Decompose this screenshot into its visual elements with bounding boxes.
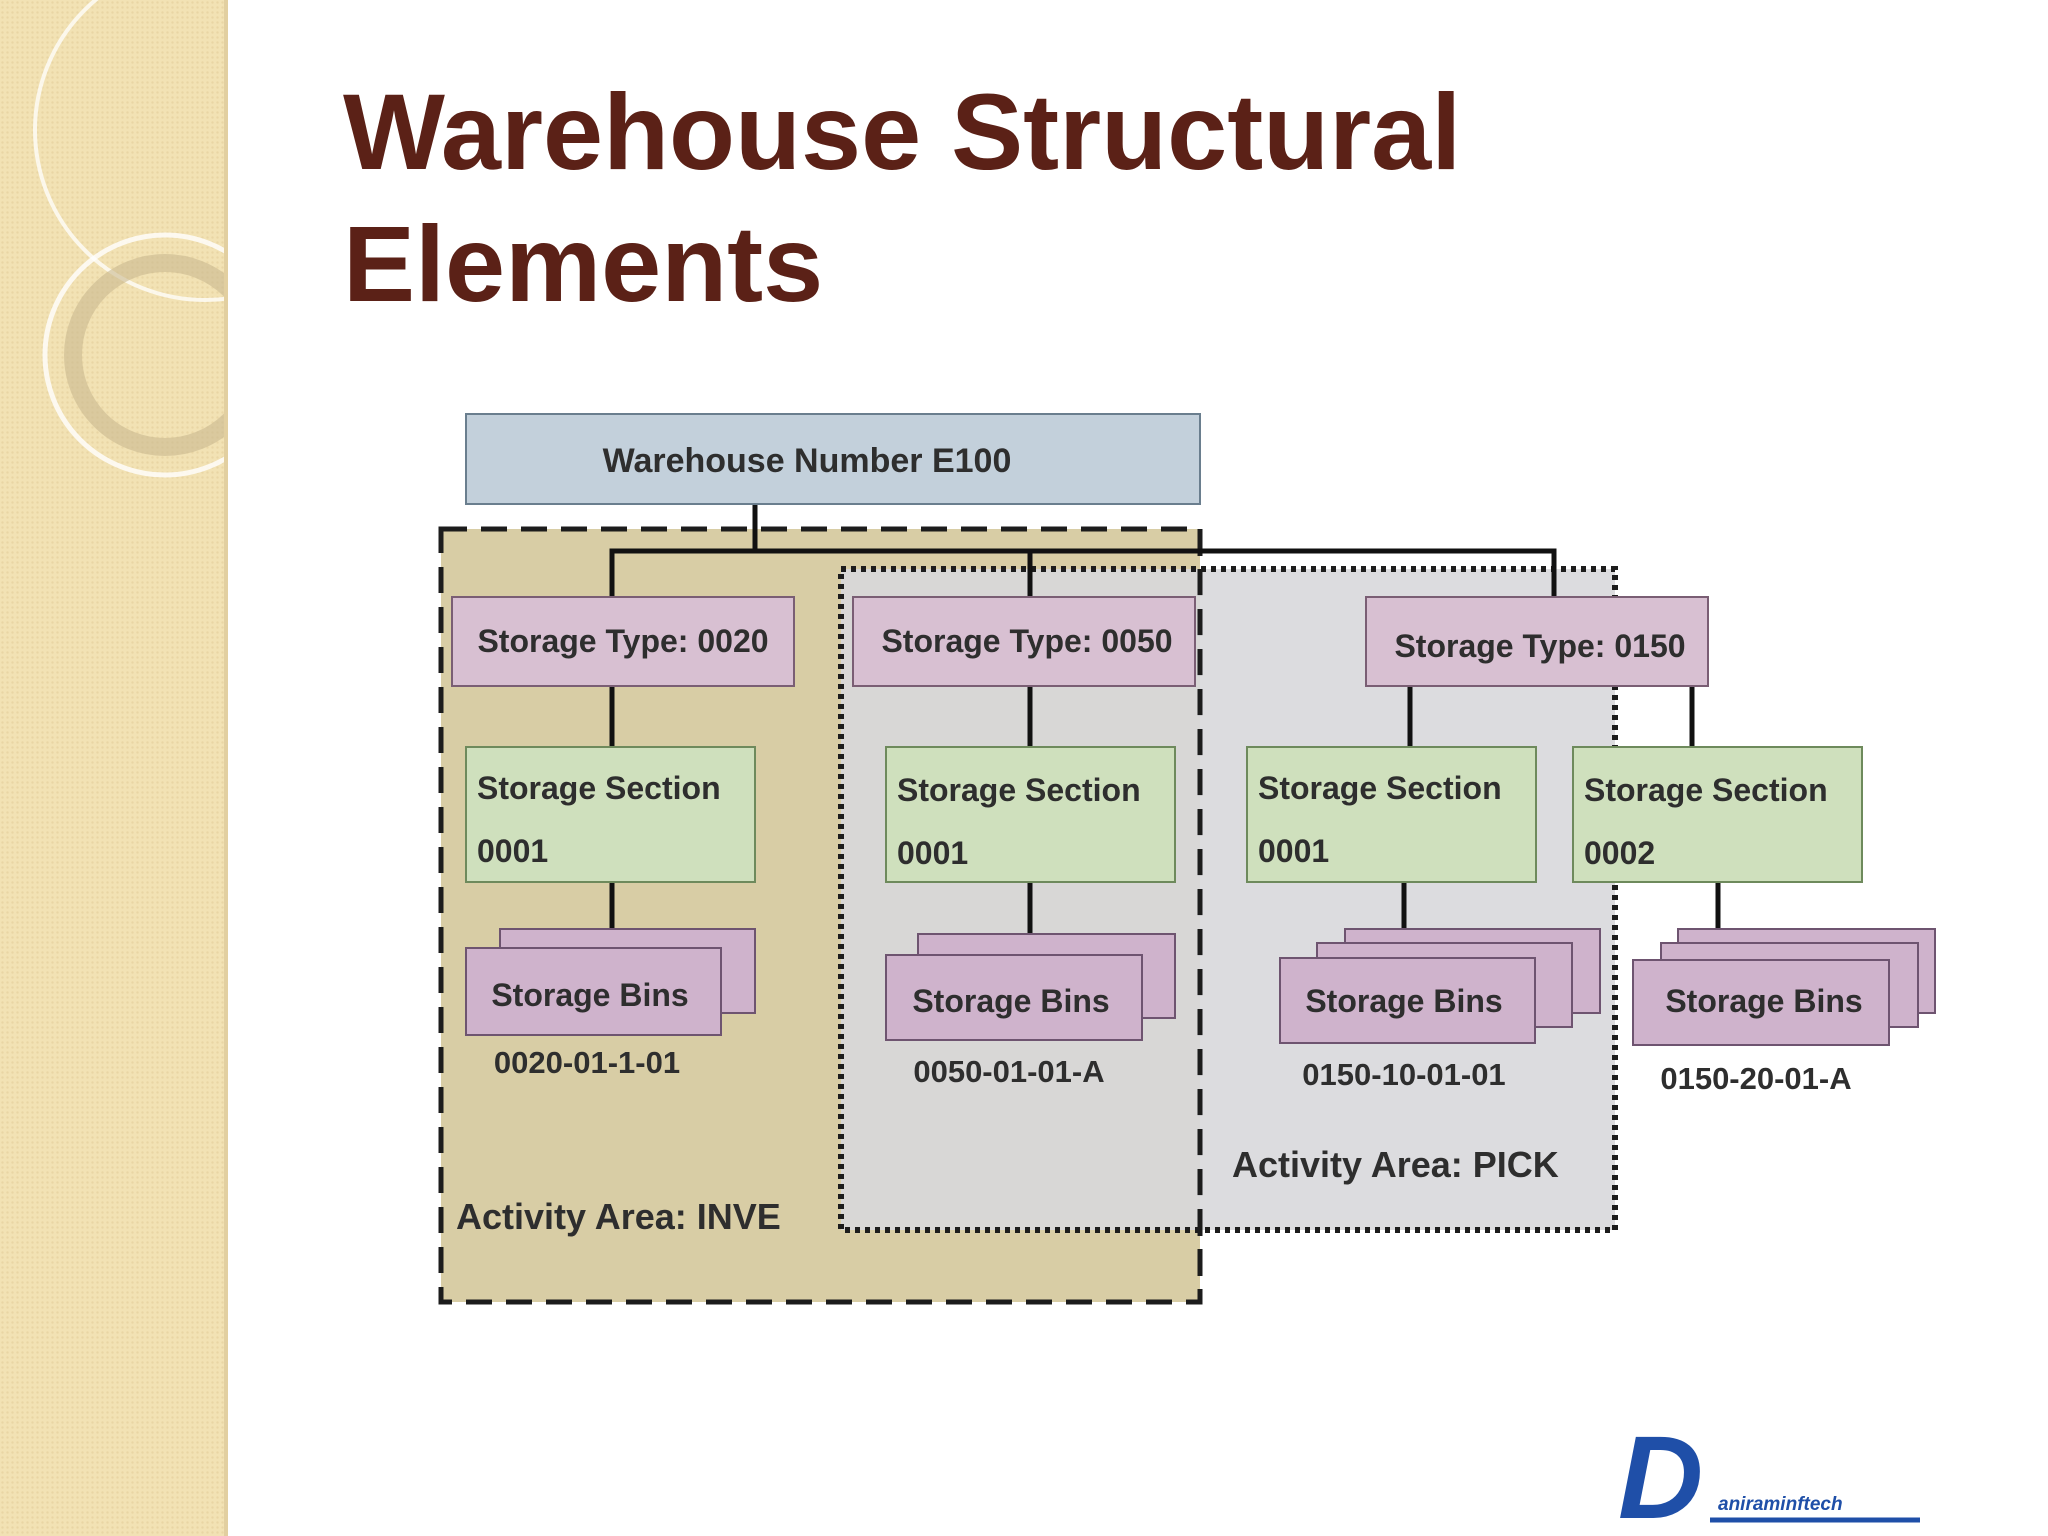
storage-bins-0050-label: Storage Bins [912,983,1109,1019]
warehouse-number-node: Warehouse Number E100 [465,413,1201,505]
sidebar-edge [224,0,228,1536]
company-logo-letter: D [1618,1426,1703,1526]
slide-title: Warehouse Structural Elements [343,66,1743,330]
storage-type-0150-label: Storage Type: 0150 [1394,628,1685,664]
decorative-sidebar [0,0,228,1536]
storage-type-0150-node: Storage Type: 0150 [1365,596,1709,687]
storage-type-0020-node: Storage Type: 0020 [451,596,795,687]
title-line-1: Warehouse Structural [343,71,1462,192]
storage-section-0150a-number: 0001 [1258,833,1329,869]
company-logo-text: aniraminftech [1718,1494,1843,1515]
storage-bins-0020-label: Storage Bins [491,977,688,1013]
storage-bins-0150a-node: Storage Bins 0150-10-01-01 [1279,928,1601,1092]
company-logo: D aniraminftech [1618,1426,1920,1526]
storage-type-0050-label: Storage Type: 0050 [881,623,1172,659]
storage-bins-0150b-label: Storage Bins [1665,983,1862,1019]
storage-section-0150a-label: Storage Section [1258,770,1502,806]
storage-section-0020-node: Storage Section 0001 [465,746,756,883]
storage-section-0050-label: Storage Section [897,772,1141,808]
storage-bins-0150b-id: 0150-20-01-A [1660,1061,1851,1096]
storage-section-0020-label: Storage Section [477,770,721,806]
storage-section-0150b-label: Storage Section [1584,772,1828,808]
activity-area-inve-label: Activity Area: INVE [456,1196,781,1237]
storage-section-0150a-node: Storage Section 0001 [1246,746,1537,883]
storage-type-0050-node: Storage Type: 0050 [852,596,1196,687]
activity-area-pick-label: Activity Area: PICK [1232,1144,1559,1185]
storage-bins-0020-id: 0020-01-1-01 [494,1045,680,1080]
storage-section-0050-node: Storage Section 0001 [885,746,1176,883]
storage-bins-0050-id: 0050-01-01-A [913,1054,1104,1089]
sidebar-circles [33,0,228,478]
storage-bins-0020-node: Storage Bins 0020-01-1-01 [465,928,756,1080]
storage-section-0150b-number: 0002 [1584,835,1655,871]
storage-bins-0050-node: Storage Bins 0050-01-01-A [885,933,1176,1089]
connector-lines [609,504,1721,935]
storage-section-0050-number: 0001 [897,835,968,871]
title-line-2: Elements [343,203,824,324]
storage-bins-0150a-label: Storage Bins [1305,983,1502,1019]
storage-bins-0150b-node: Storage Bins 0150-20-01-A [1632,928,1936,1096]
storage-section-0020-number: 0001 [477,833,548,869]
warehouse-number-label: Warehouse Number E100 [603,442,1012,480]
storage-section-0150b-node: Storage Section 0002 [1572,746,1863,883]
storage-bins-0150a-id: 0150-10-01-01 [1302,1057,1505,1092]
storage-type-0020-label: Storage Type: 0020 [477,623,768,659]
